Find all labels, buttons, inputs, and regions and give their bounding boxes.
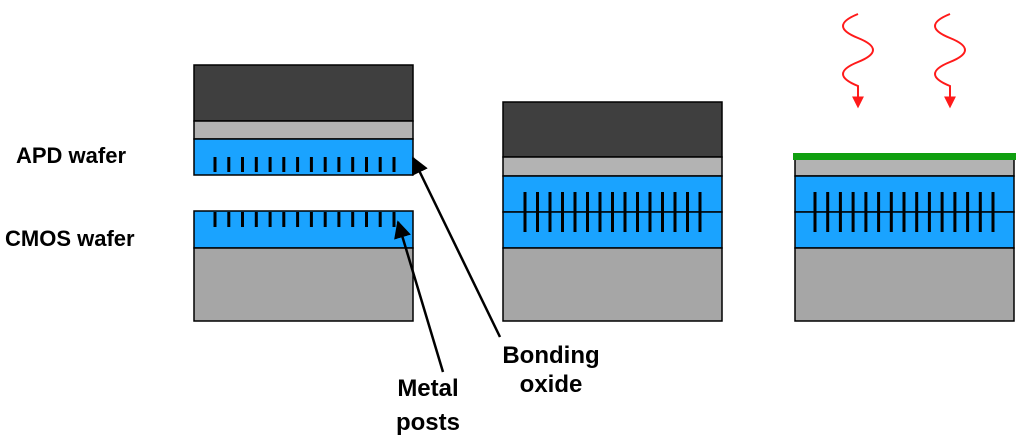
metal-post [254, 157, 258, 172]
light-ray-left [842, 13, 874, 109]
metal-post [573, 192, 577, 232]
metal-post [838, 192, 842, 232]
metal-posts-label-line1: Metal [397, 375, 458, 402]
metal-post [227, 157, 231, 172]
stage-thinned-illuminated [793, 13, 1016, 322]
metal-post [915, 192, 919, 232]
metal-post [296, 157, 300, 172]
thinned-metal-posts [813, 192, 995, 232]
metal-post [877, 192, 881, 232]
metal-post [978, 192, 982, 232]
metal-post [698, 192, 702, 232]
metal-post [548, 192, 552, 232]
metal-post [536, 192, 539, 232]
wavy-arrow-icon [842, 13, 874, 109]
metal-post [686, 192, 689, 232]
cmos-wafer-label: CMOS wafer [5, 226, 135, 251]
metal-post [598, 192, 602, 232]
cmos-substrate [193, 247, 414, 322]
metal-post [296, 212, 300, 227]
anti-reflection-coating [793, 153, 1016, 160]
metal-post [254, 212, 258, 227]
cmos-metal-posts [213, 212, 396, 227]
apd-device-layer [193, 138, 414, 176]
metal-post [323, 212, 327, 227]
metal-post [268, 212, 272, 227]
metal-post [611, 192, 614, 232]
metal-post [523, 192, 527, 232]
metal-post [378, 157, 382, 172]
metal-posts-arrow [394, 220, 445, 373]
metal-post [586, 192, 589, 232]
metal-post [826, 192, 830, 232]
stage-separate-wafers [193, 64, 414, 322]
metal-post [813, 192, 817, 232]
apd-substrate [193, 64, 414, 122]
metal-post [864, 192, 868, 232]
metal-post [351, 212, 355, 227]
wavy-arrow-icon [934, 13, 966, 109]
thinned-oxide-layer [794, 158, 1015, 177]
metal-post [323, 157, 327, 172]
metal-post [213, 212, 217, 227]
metal-post [561, 192, 564, 232]
metal-post [636, 192, 639, 232]
apd-wafer [193, 64, 414, 176]
metal-post [623, 192, 627, 232]
metal-post [927, 192, 931, 232]
metal-post [365, 157, 368, 172]
metal-post [392, 212, 396, 227]
metal-post [648, 192, 652, 232]
metal-post [673, 192, 677, 232]
metal-post [953, 192, 957, 232]
apd-metal-posts [213, 157, 396, 172]
bonded-metal-posts [523, 192, 702, 232]
metal-post [940, 192, 944, 232]
metal-post [241, 212, 244, 227]
metal-post [851, 192, 855, 232]
metal-post [351, 157, 355, 172]
metal-post [378, 212, 382, 227]
bonding-oxide-label-line1: Bonding [502, 342, 599, 369]
metal-post [991, 192, 995, 232]
metal-post [309, 157, 313, 172]
metal-post [661, 192, 664, 232]
metal-posts-label-line2: posts [396, 409, 460, 436]
metal-post [282, 157, 286, 172]
apd-wafer-label: APD wafer [16, 143, 126, 168]
metal-post [309, 212, 313, 227]
metal-post [213, 157, 217, 172]
bonded-cmos-substrate [502, 247, 723, 322]
metal-post [337, 212, 341, 227]
metal-post [241, 157, 244, 172]
metal-post [227, 212, 231, 227]
metal-post [282, 212, 286, 227]
metal-post [889, 192, 893, 232]
metal-post [392, 157, 396, 172]
metal-post [365, 212, 368, 227]
metal-post [268, 157, 272, 172]
cmos-wafer [193, 210, 414, 322]
apd-oxide-layer [193, 120, 414, 140]
stage-bonded-wafers [502, 101, 723, 322]
bonding-oxide-label-line2: oxide [520, 371, 583, 398]
bonded-oxide-layer [502, 156, 723, 177]
thinned-cmos-substrate [794, 247, 1015, 322]
metal-post [337, 157, 341, 172]
metal-post [902, 192, 906, 232]
light-ray-right [934, 13, 966, 109]
metal-post [966, 192, 970, 232]
bonded-apd-substrate [502, 101, 723, 158]
bonding-oxide-arrow [411, 156, 502, 338]
cmos-device-layer [193, 210, 414, 249]
